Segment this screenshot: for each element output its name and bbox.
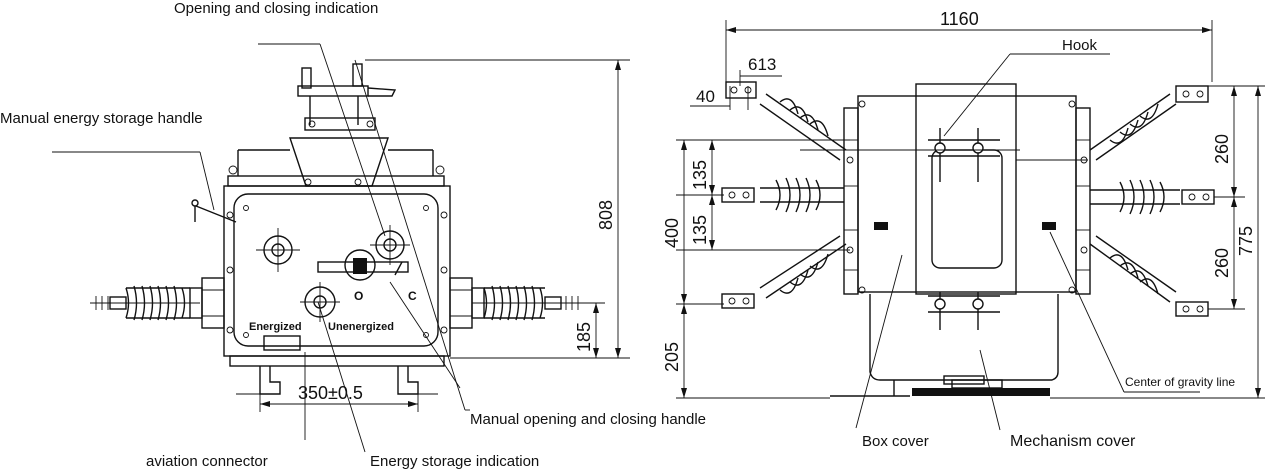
front-base [229, 335, 445, 395]
side-mechanism [830, 294, 1059, 397]
label-energy-storage-indication: Energy storage indication [370, 453, 539, 470]
side-tank [843, 83, 1091, 295]
dim-350: 350±0.5 [298, 383, 363, 403]
dim-775: 775 [1236, 226, 1256, 256]
open-symbol: O [354, 289, 363, 303]
dim-613: 613 [748, 55, 776, 74]
energized-mark: Energized [249, 321, 302, 333]
front-bushing-left [90, 277, 225, 329]
unenergized-mark: Unenergized [328, 321, 394, 333]
front-bushing-right [449, 277, 585, 329]
label-manual-energy-storage-handle: Manual energy storage handle [0, 110, 203, 127]
label-box-cover: Box cover [862, 433, 929, 450]
dim-135-upper: 135 [690, 160, 710, 190]
side-hooks [928, 128, 1000, 330]
dim-205: 205 [662, 342, 682, 372]
side-leaders [855, 53, 1200, 431]
side-bushing-left [721, 81, 847, 309]
dim-40: 40 [696, 87, 715, 106]
dim-260-lower: 260 [1212, 248, 1232, 278]
dim-1160: 1160 [940, 9, 979, 29]
label-center-of-gravity-line: Center of gravity line [1125, 375, 1235, 389]
front-leaders [52, 43, 470, 453]
front-storage-lever [191, 199, 237, 223]
label-aviation-connector: aviation connector [146, 453, 268, 470]
label-manual-opening-closing-handle: Manual opening and closing handle [470, 411, 706, 428]
dim-400: 400 [662, 218, 682, 248]
front-dimensions: 808 185 350±0.5 [259, 59, 630, 412]
side-bushing-right [1089, 85, 1215, 317]
close-symbol: C [408, 289, 417, 303]
label-hook: Hook [1062, 37, 1098, 54]
side-dimensions: 1160 613 40 135 135 400 [662, 9, 1265, 399]
dim-135-lower: 135 [690, 215, 710, 245]
side-view: 1160 613 40 135 135 400 [662, 9, 1265, 450]
dim-185: 185 [574, 322, 594, 352]
dim-260-upper: 260 [1212, 134, 1232, 164]
label-mechanism-cover: Mechanism cover [1010, 433, 1136, 450]
front-tank [223, 149, 451, 357]
front-top-bracket [289, 63, 397, 187]
label-opening-closing-indication: Opening and closing indication [174, 0, 378, 17]
front-panel-devices: O C Energized Unenergized [249, 225, 417, 333]
dim-808: 808 [596, 200, 616, 230]
front-view: O C Energized Unenergized [0, 0, 706, 470]
